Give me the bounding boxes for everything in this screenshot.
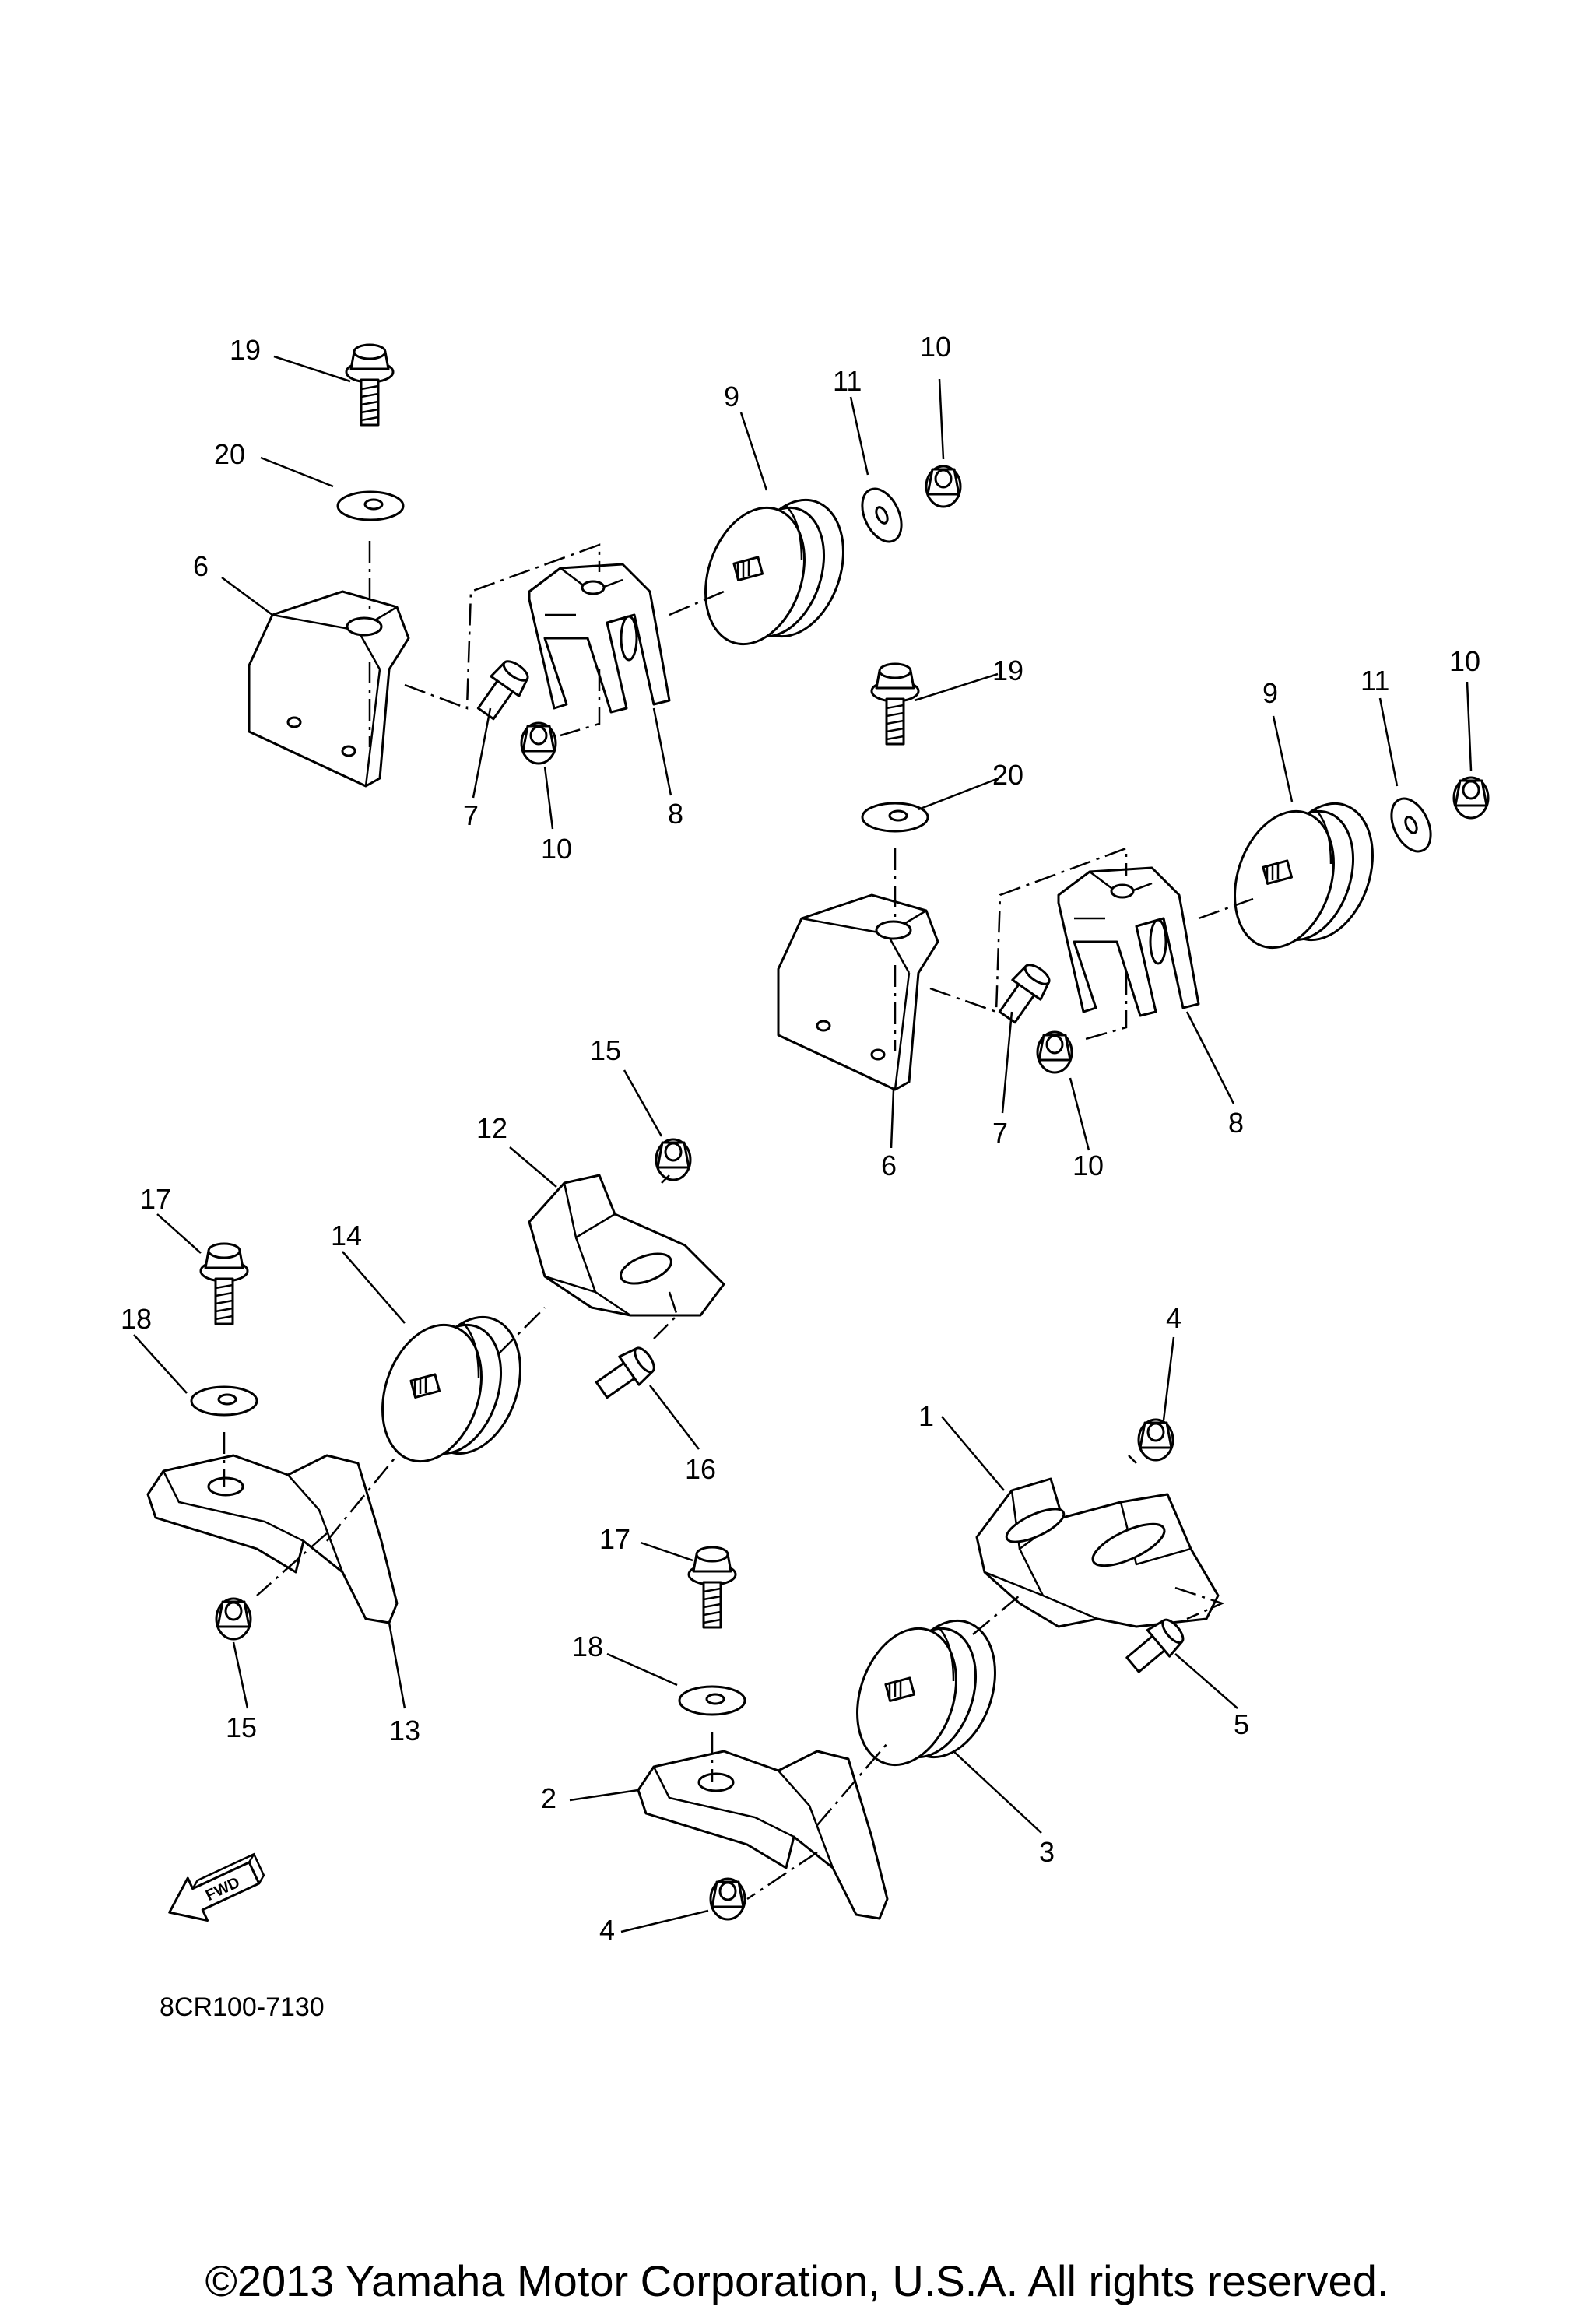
callout-5: 5: [1234, 1708, 1249, 1740]
callout-19: 19: [230, 334, 261, 366]
fwd-arrow-icon: FWD: [168, 1852, 265, 1922]
callout-9: 9: [1262, 677, 1278, 709]
callout-2: 2: [541, 1782, 556, 1814]
callout-18: 18: [121, 1303, 152, 1335]
callout-20: 20: [992, 759, 1023, 791]
assembly-top-left: [248, 343, 962, 788]
figure-code: 8CR100-7130: [160, 1992, 325, 2022]
callout-15: 15: [590, 1034, 621, 1066]
callout-1: 1: [918, 1400, 934, 1432]
assembly-middle-right: [777, 662, 1490, 1091]
callout-20: 20: [214, 438, 245, 470]
callout-15: 15: [226, 1711, 257, 1743]
callout-9: 9: [724, 381, 739, 412]
callout-16: 16: [685, 1453, 716, 1485]
callout-11: 11: [1361, 665, 1389, 697]
callout-10: 10: [1449, 645, 1480, 677]
callout-17: 17: [599, 1523, 630, 1555]
callout-4: 4: [599, 1914, 615, 1946]
callout-labels: 19 20 6 7 10 8 9 11 10 19 20 6 7 10 8 9 …: [121, 331, 1480, 1946]
callout-8: 8: [1228, 1107, 1244, 1139]
callout-8: 8: [668, 798, 683, 830]
callout-10: 10: [541, 833, 572, 865]
copyright-notice: ©2013 Yamaha Motor Corporation, U.S.A. A…: [205, 2256, 1389, 2305]
callout-17: 17: [140, 1183, 171, 1215]
callout-12: 12: [476, 1112, 507, 1144]
callout-7: 7: [992, 1117, 1008, 1149]
callout-14: 14: [331, 1220, 362, 1252]
callout-18: 18: [572, 1631, 603, 1662]
assembly-lower-left: [146, 1138, 725, 1641]
callout-13: 13: [389, 1715, 420, 1747]
callout-6: 6: [193, 550, 209, 582]
callout-10: 10: [920, 331, 951, 363]
callout-10: 10: [1073, 1150, 1104, 1181]
callout-4: 4: [1166, 1302, 1181, 1334]
callout-3: 3: [1039, 1836, 1055, 1868]
leader-lines: [133, 355, 1473, 1933]
assembly-lower-right: [637, 1418, 1225, 1921]
callout-6: 6: [881, 1150, 897, 1181]
callout-11: 11: [833, 365, 862, 397]
callout-19: 19: [992, 655, 1023, 686]
callout-7: 7: [463, 799, 479, 831]
